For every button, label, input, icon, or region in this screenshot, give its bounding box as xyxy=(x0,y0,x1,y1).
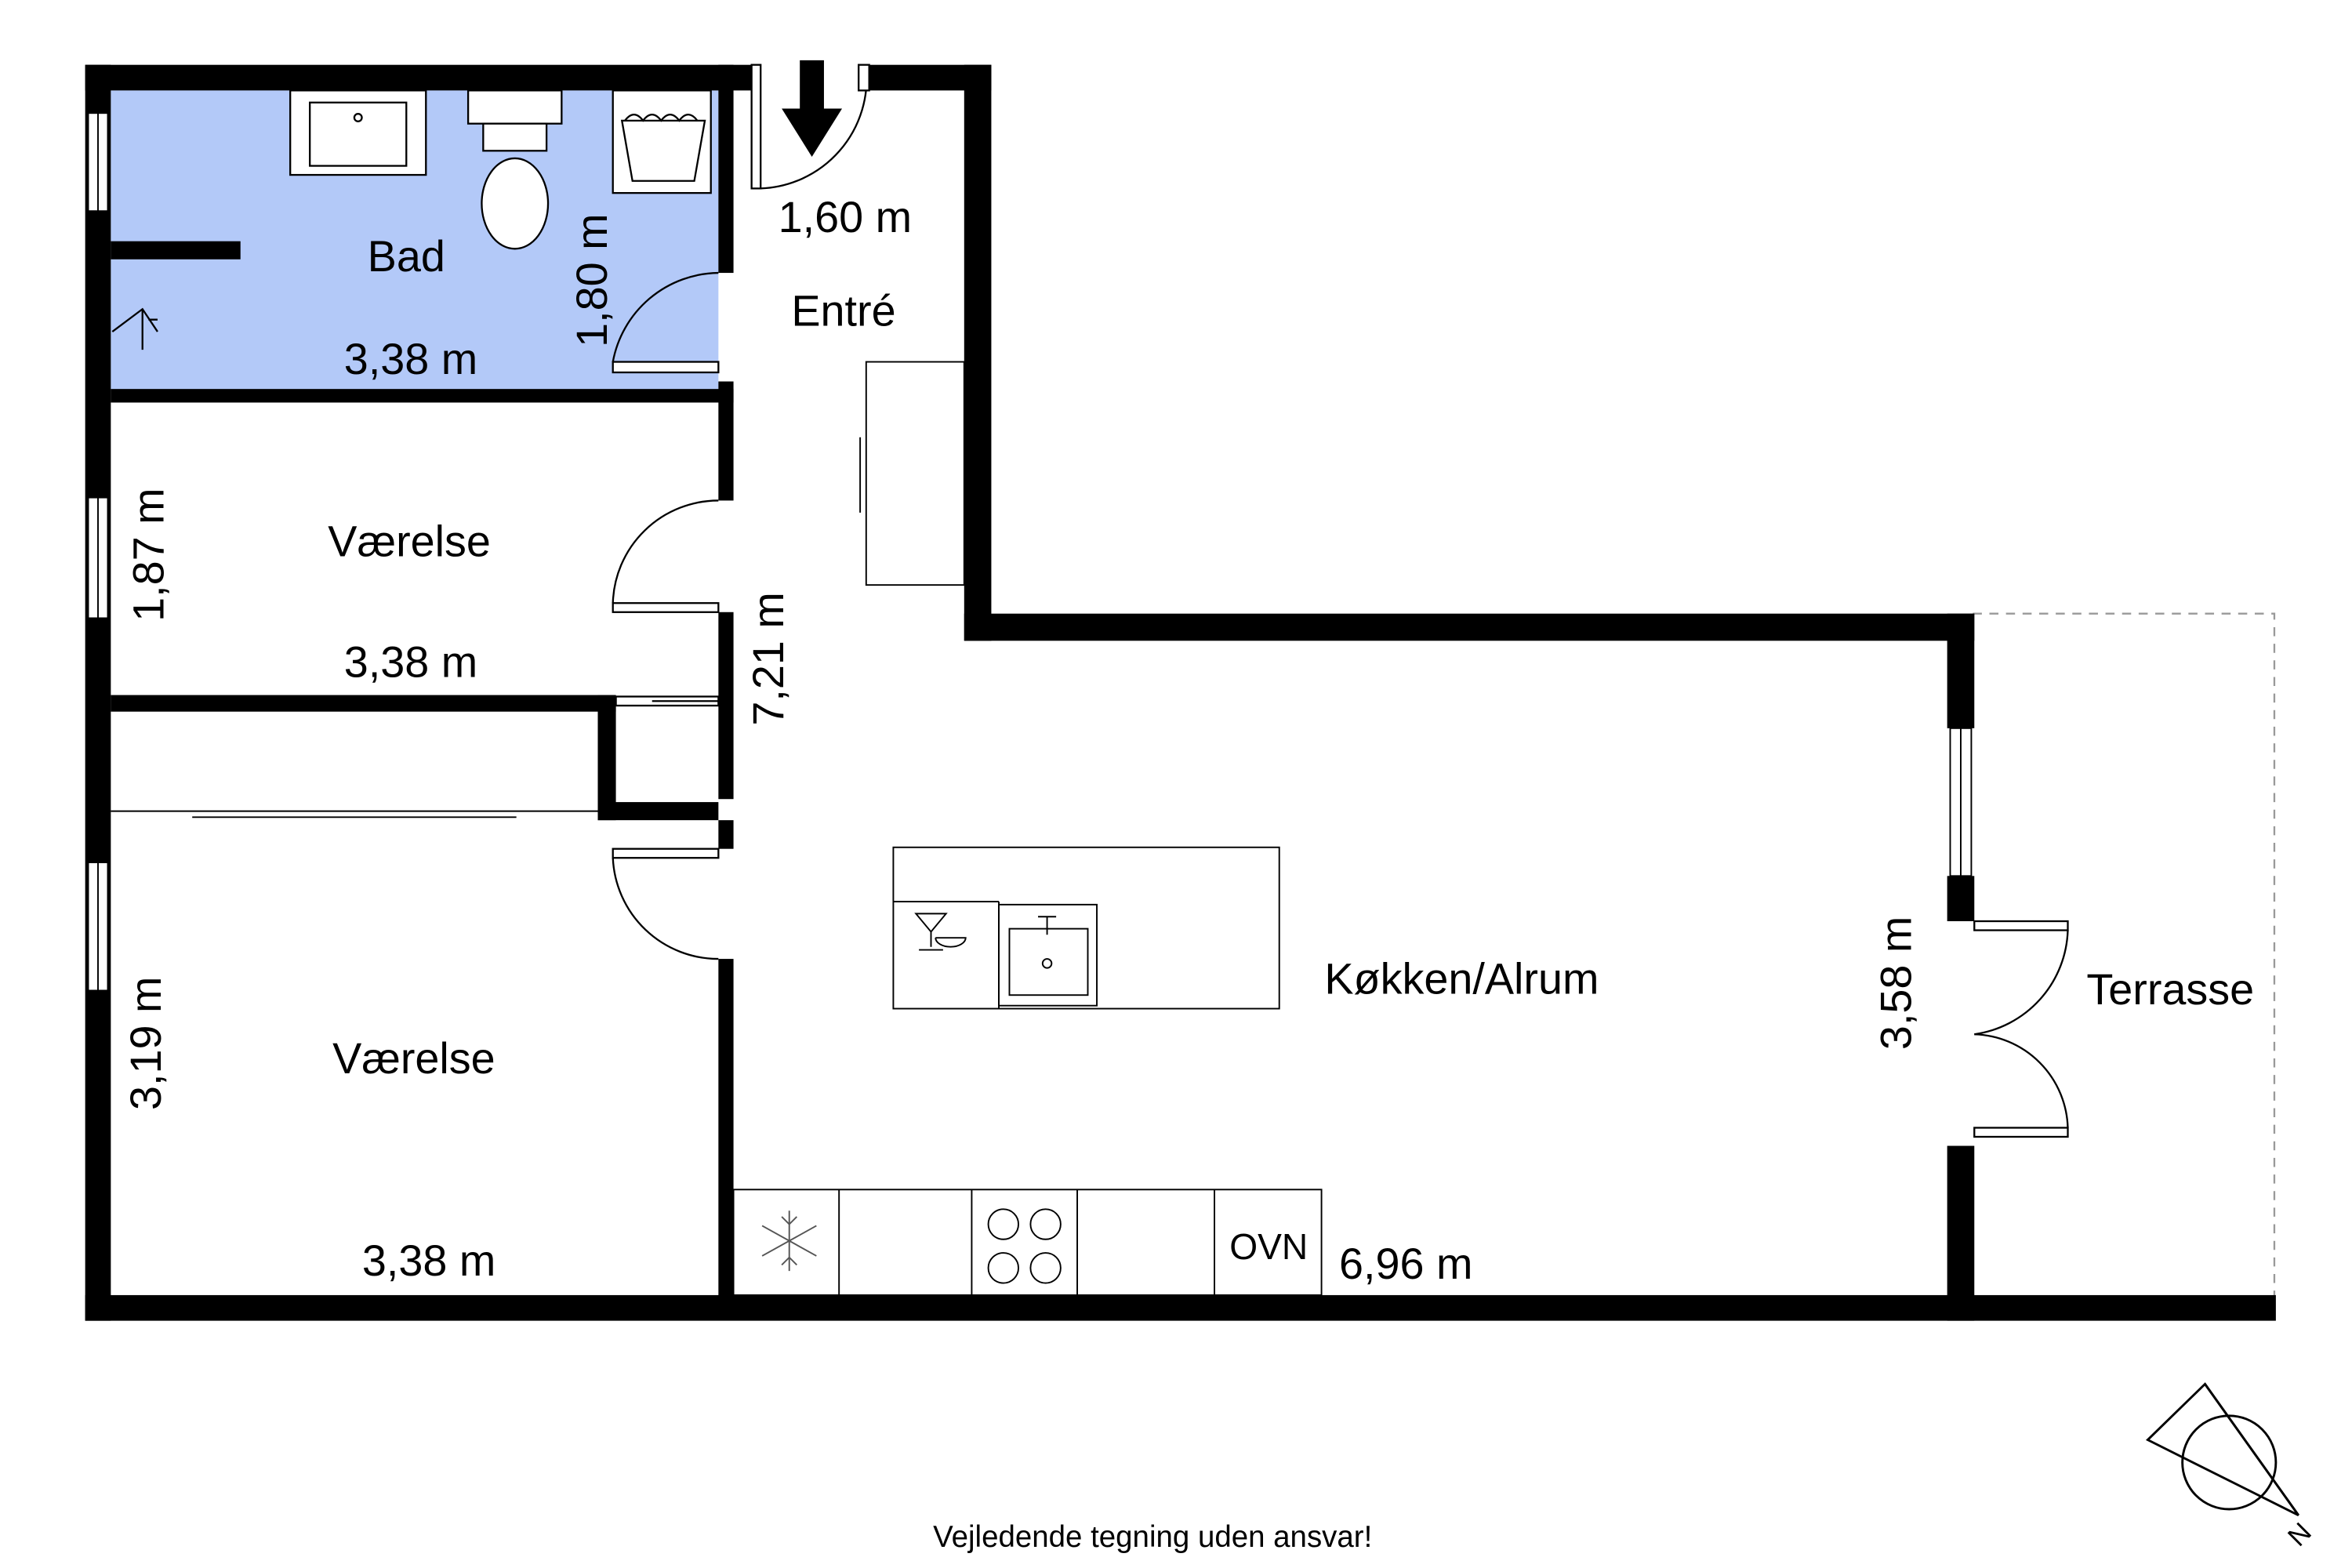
room2-name: Værelse xyxy=(332,1034,495,1083)
kitchen-counter xyxy=(732,1189,1323,1296)
compass-north-label: N xyxy=(2282,1517,2318,1552)
kitchen-length: 7,21 m xyxy=(744,592,793,725)
labels: Bad 3,38 m 1,80 m 1,60 m Entré Værelse 1… xyxy=(122,193,2318,1554)
entrance-cabinet xyxy=(859,361,965,586)
room1-name: Værelse xyxy=(328,517,491,566)
entrance-name: Entré xyxy=(791,286,895,335)
kitchen-width: 6,96 m xyxy=(1339,1240,1472,1288)
kitchen-island xyxy=(892,846,1280,1010)
room2-depth: 3,19 m xyxy=(122,977,170,1110)
windows xyxy=(87,112,1973,992)
bathroom-name: Bad xyxy=(368,232,445,281)
bathroom-fixtures xyxy=(111,89,712,350)
disclaimer: Vejledende tegning uden ansvar! xyxy=(933,1520,1372,1554)
terrace-name: Terrasse xyxy=(2086,965,2254,1014)
room2-width: 3,38 m xyxy=(362,1236,495,1285)
kitchen-depth: 3,58 m xyxy=(1872,916,1921,1050)
room1-width: 3,38 m xyxy=(344,637,477,686)
room1-depth: 1,87 m xyxy=(125,488,173,621)
wardrobe xyxy=(111,810,598,818)
entrance-arrow-icon xyxy=(782,60,843,157)
oven-label: OVN xyxy=(1229,1226,1308,1267)
walls xyxy=(85,64,2276,1321)
snowflake-icon xyxy=(761,1210,817,1272)
kitchen-name: Køkken/Alrum xyxy=(1324,954,1599,1003)
compass-icon xyxy=(2145,1382,2299,1516)
terrace-outline xyxy=(1973,612,2276,1306)
doors xyxy=(612,64,2069,1138)
bathroom-depth: 1,80 m xyxy=(568,213,616,347)
entrance-width: 1,60 m xyxy=(779,193,912,241)
bathroom-width: 3,38 m xyxy=(344,335,477,383)
